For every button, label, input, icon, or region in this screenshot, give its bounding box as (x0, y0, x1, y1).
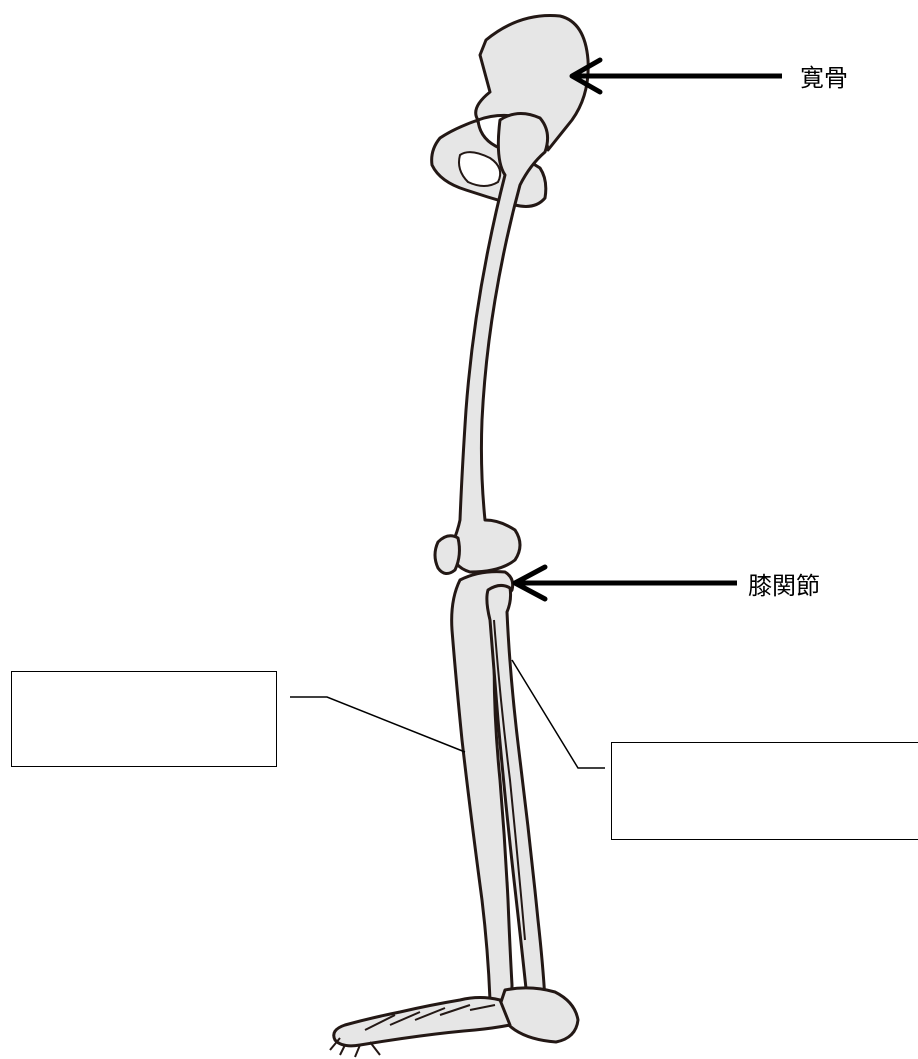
hip-arrow (572, 60, 782, 92)
tibia-leader-line (290, 697, 465, 752)
foot (330, 988, 578, 1057)
fibula-leader-line (512, 660, 605, 768)
fibula-answer-box[interactable] (611, 742, 918, 840)
hip-bone-label: 寛骨 (800, 58, 848, 93)
knee-arrow (515, 567, 737, 599)
knee-joint-label: 膝関節 (748, 566, 820, 601)
tibia-answer-box[interactable] (11, 671, 277, 767)
